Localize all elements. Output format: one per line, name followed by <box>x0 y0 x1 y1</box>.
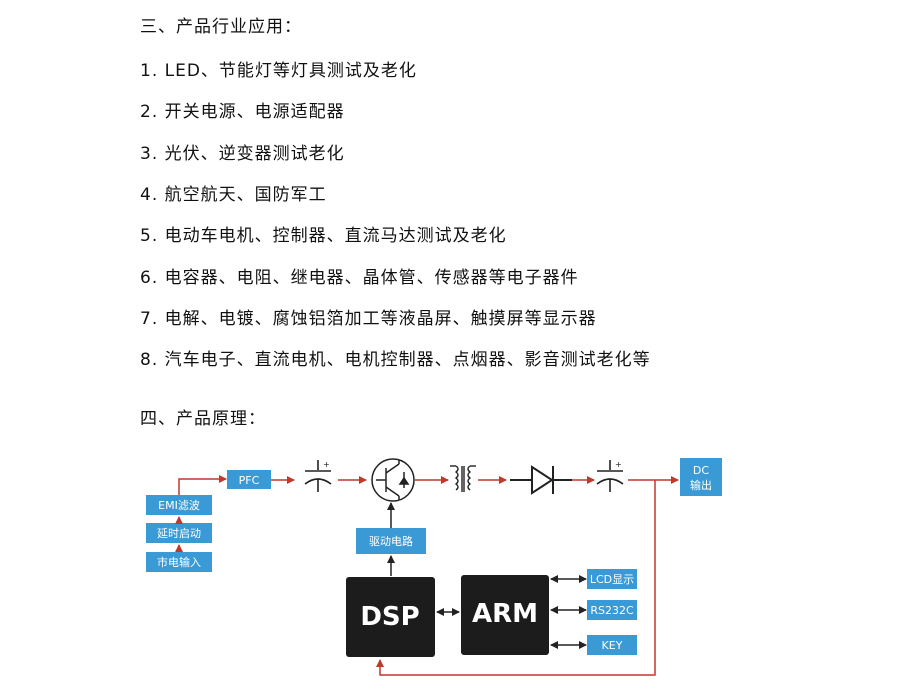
mains-input-box: 市电输入 <box>146 552 212 572</box>
dsp-chip: DSP <box>346 577 435 657</box>
list-item: 3. 光伏、逆变器测试老化 <box>140 144 345 164</box>
svg-text:+: + <box>323 460 330 469</box>
rs232-label: RS232C <box>590 604 634 617</box>
arm-label: ARM <box>472 599 538 629</box>
list-item: 1. LED、节能灯等灯具测试及老化 <box>140 61 417 81</box>
emi-filter-box: EMI滤波 <box>146 495 212 515</box>
drive-circuit-label: 驱动电路 <box>369 535 413 548</box>
section3-title: 三、产品行业应用： <box>140 17 302 37</box>
lcd-display-box: LCD显示 <box>587 569 637 589</box>
arm-chip: ARM <box>461 575 549 655</box>
capacitor-2-icon: + <box>596 460 624 492</box>
feedback-line <box>376 480 656 676</box>
lcd-display-label: LCD显示 <box>590 573 634 586</box>
soft-start-label: 延时启动 <box>157 527 201 540</box>
list-item: 5. 电动车电机、控制器、直流马达测试及老化 <box>140 226 507 246</box>
pfc-label: PFC <box>239 474 260 487</box>
list-item: 8. 汽车电子、直流电机、电机控制器、点烟器、影音测试老化等 <box>140 350 651 370</box>
list-item: 6. 电容器、电阻、继电器、晶体管、传感器等电子器件 <box>140 268 579 288</box>
key-box: KEY <box>587 635 637 655</box>
dc-output-box: DC 输出 <box>680 458 722 496</box>
emi-filter-label: EMI滤波 <box>158 499 200 512</box>
dsp-label: DSP <box>360 602 419 632</box>
key-label: KEY <box>602 639 623 652</box>
igbt-switch-icon <box>371 458 415 502</box>
list-item: 4. 航空航天、国防军工 <box>140 185 327 205</box>
diode-icon <box>510 465 572 495</box>
capacitor-1-icon: + <box>304 460 332 492</box>
arrow-emi-to-pfc <box>178 475 227 495</box>
rs232-box: RS232C <box>587 600 637 620</box>
section4-title: 四、产品原理： <box>140 409 266 429</box>
drive-circuit-box: 驱动电路 <box>356 528 426 554</box>
list-item: 2. 开关电源、电源适配器 <box>140 102 345 122</box>
mains-input-label: 市电输入 <box>157 555 201 569</box>
list-item: 7. 电解、电镀、腐蚀铝箔加工等液晶屏、触摸屏等显示器 <box>140 309 597 329</box>
svg-text:+: + <box>615 460 622 469</box>
transformer-icon <box>450 465 476 492</box>
dc-output-label-line1: DC <box>693 464 709 477</box>
dc-output-label-line2: 输出 <box>690 478 712 492</box>
pfc-box: PFC <box>227 470 271 489</box>
soft-start-box: 延时启动 <box>146 523 212 543</box>
